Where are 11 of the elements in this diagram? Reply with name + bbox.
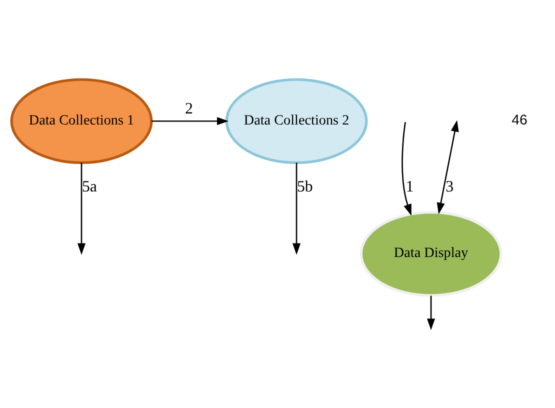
label: 46 [512, 110, 528, 127]
arrow [152, 116, 229, 125]
arrow [402, 122, 412, 216]
node-ellipse: Data Collections 1 [10, 78, 153, 164]
node-ellipse: Data Display [360, 210, 502, 296]
edge-label: 1 [406, 178, 414, 195]
edge-label: 5b [296, 178, 313, 195]
edge-label: 2 [185, 100, 193, 118]
edge-label: 5a [82, 178, 97, 195]
node-ellipse: Data Collections 2 [225, 78, 368, 164]
edge-label: 3 [446, 178, 454, 195]
